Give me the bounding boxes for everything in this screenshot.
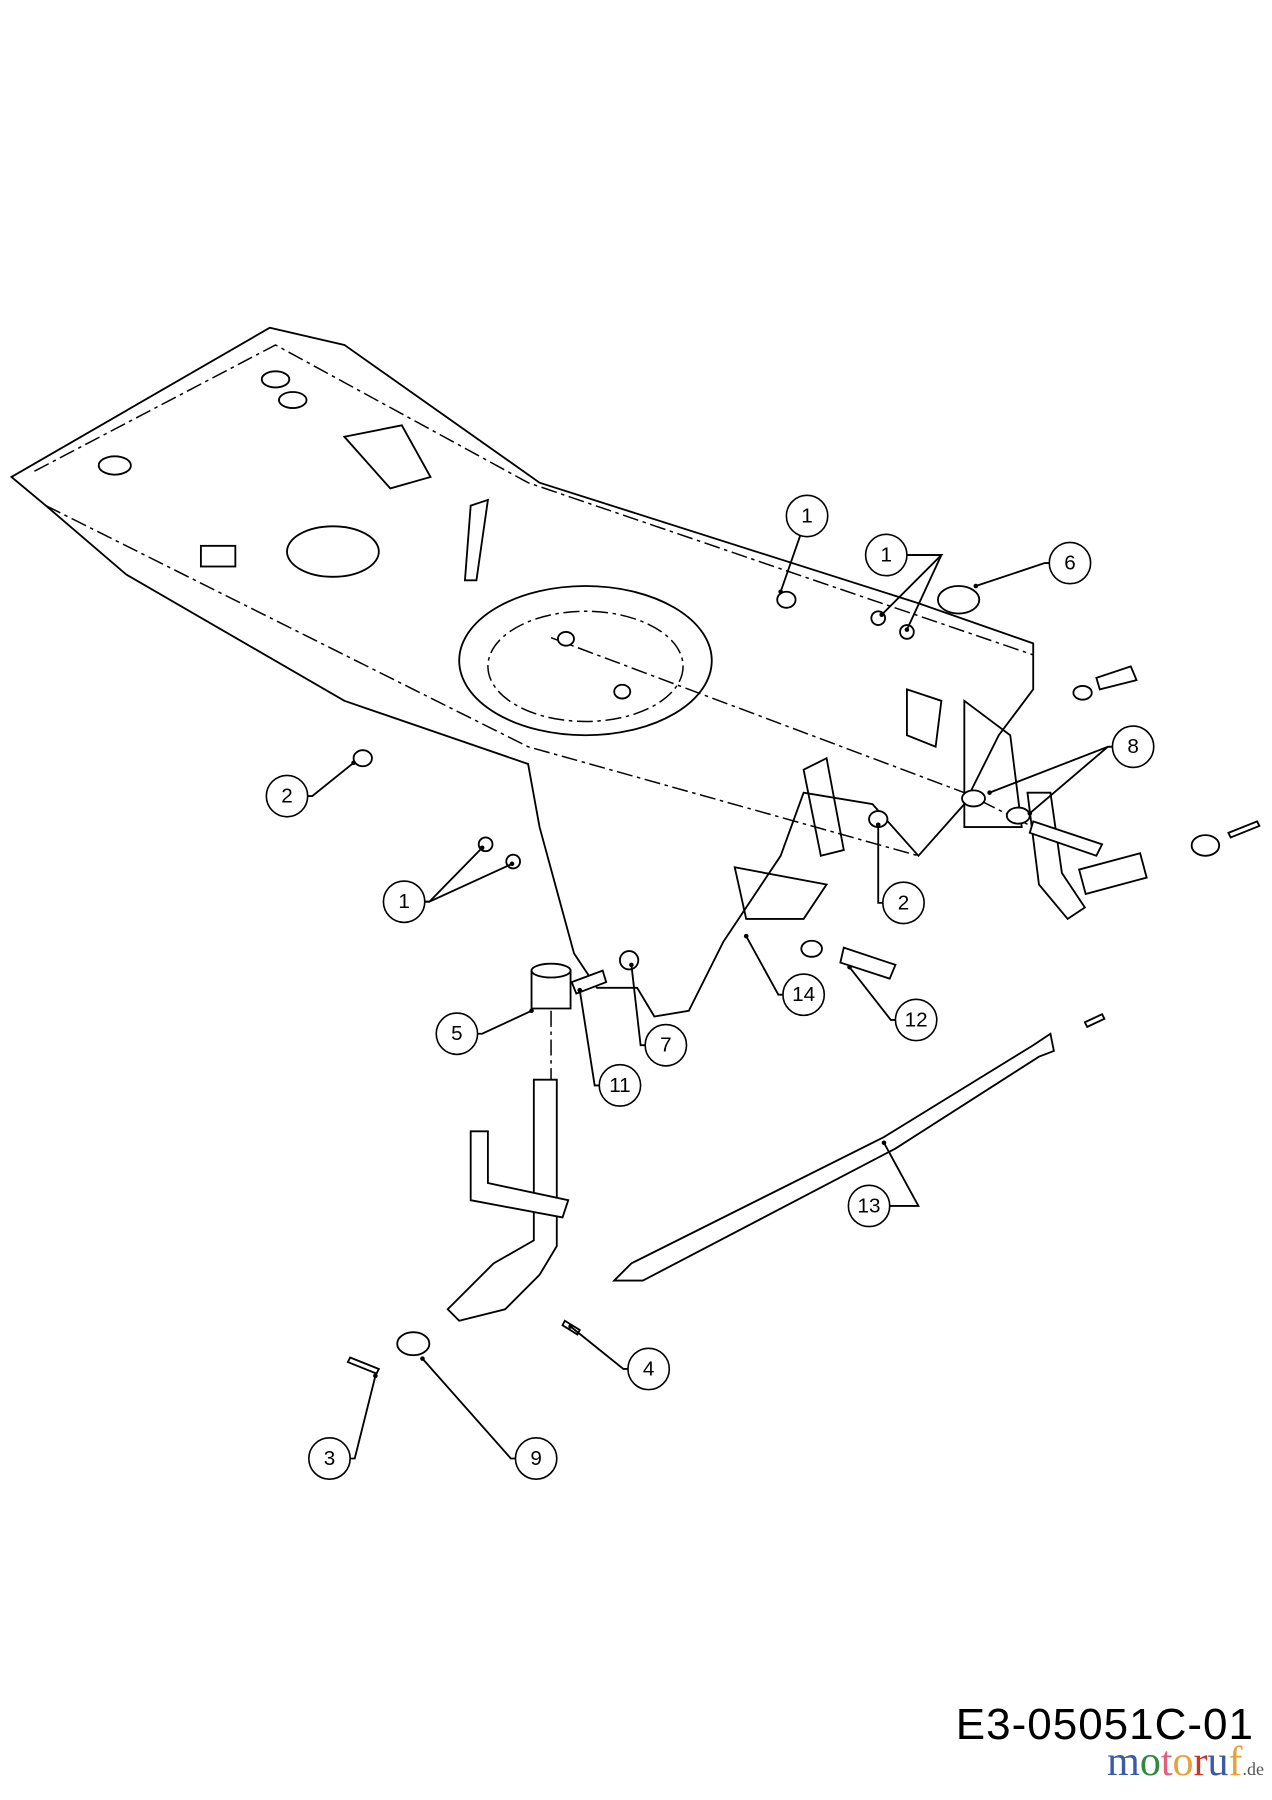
arrowhead [351, 760, 356, 766]
arrowhead [479, 845, 485, 851]
callout-13: 13 [847, 1140, 920, 1228]
callout-3: 3 [308, 1373, 378, 1480]
arrowhead [987, 790, 992, 795]
arrowhead [629, 962, 634, 968]
tie-rod-13 [611, 1032, 1055, 1282]
callout-circle [1111, 725, 1155, 769]
arrowhead [875, 822, 881, 828]
callout-circle [627, 1347, 671, 1391]
arrowhead [577, 987, 583, 993]
nut-2 [352, 749, 373, 768]
callout-2: 2 [875, 822, 925, 925]
arrowhead [1027, 811, 1033, 816]
arrowhead [881, 1140, 887, 1146]
arrowhead [879, 612, 884, 618]
watermark-letter: f [1228, 1739, 1243, 1785]
callout-circle [894, 998, 938, 1042]
callout-1: 1 [864, 533, 944, 632]
callout-number: 2 [281, 785, 293, 808]
watermark-letter: u [1207, 1739, 1229, 1785]
callout-9: 9 [420, 1356, 558, 1480]
arrowhead [778, 589, 783, 595]
callout-12: 12 [847, 964, 938, 1042]
callout-number: 4 [643, 1357, 654, 1380]
cotter-pin-3 [346, 1356, 381, 1375]
bolt-12 [839, 946, 897, 980]
callout-circle [864, 533, 908, 577]
callout-circle [308, 1437, 351, 1480]
callout-circle [644, 1023, 688, 1067]
watermark-letter: t [1160, 1739, 1173, 1785]
watermark-letter: o [1172, 1739, 1194, 1785]
arrowhead [904, 627, 910, 632]
arrowhead [973, 583, 979, 589]
watermark-letter: m [1107, 1739, 1140, 1785]
cap-6 [937, 585, 981, 615]
callout-number: 2 [898, 891, 909, 914]
drawing-code: E3-05051C-01 [955, 1700, 1254, 1749]
callout-7: 7 [629, 962, 688, 1067]
spindle-left [446, 1078, 558, 1322]
callout-2: 2 [265, 760, 356, 818]
callout-number: 5 [451, 1022, 463, 1045]
steering-parts [346, 585, 1261, 1375]
callout-number: 1 [801, 504, 812, 527]
arrowhead [743, 933, 749, 939]
callout-number: 14 [792, 983, 815, 1006]
bolt-11 [570, 969, 608, 995]
watermark-letter: o [1139, 1739, 1161, 1785]
callout-11: 11 [577, 987, 642, 1107]
chassis-frame [9, 326, 1035, 1018]
callout-14: 14 [743, 933, 826, 1017]
arrowhead [373, 1373, 378, 1379]
callout-circle [882, 881, 925, 925]
callout-4: 4 [568, 1324, 671, 1391]
watermark-logo: motoruf.de [1107, 1739, 1264, 1785]
cotter-pin-top [1083, 1013, 1106, 1029]
callout-circle [382, 880, 426, 924]
callout-circle [435, 1012, 479, 1056]
callout-number: 6 [1064, 552, 1076, 575]
callout-number: 1 [398, 890, 410, 913]
callout-circle [782, 973, 826, 1017]
callout-circle [847, 1184, 891, 1228]
callout-circle [598, 1063, 642, 1107]
callout-number: 13 [858, 1194, 881, 1217]
washer-9 [396, 1331, 431, 1357]
arrowhead [568, 1324, 573, 1329]
callout-circle [1048, 541, 1092, 585]
bolt-right [1028, 820, 1104, 857]
callout-number: 3 [324, 1447, 336, 1470]
leader-line [421, 1358, 537, 1460]
watermark-letter: r [1193, 1739, 1208, 1785]
callout-number: 12 [905, 1008, 928, 1031]
callout-circle [514, 1437, 558, 1480]
callout-5: 5 [435, 1008, 534, 1056]
arrowhead [847, 964, 852, 970]
callout-1: 1 [382, 845, 515, 924]
callout-number: 9 [530, 1447, 542, 1470]
arrowhead [420, 1356, 425, 1361]
spindle-right [1026, 791, 1087, 921]
bolt-top-right [1095, 665, 1138, 691]
callout-1: 1 [778, 494, 829, 595]
callout-number: 7 [660, 1034, 671, 1057]
callout-circle [265, 774, 309, 818]
callout-circle [785, 494, 829, 538]
washer-right [1190, 834, 1221, 857]
callout-6: 6 [973, 541, 1092, 589]
callout-number: 1 [881, 544, 892, 567]
arrowhead [509, 861, 515, 867]
callout-number: 8 [1127, 735, 1139, 758]
callout-8: 8 [987, 725, 1155, 816]
callout-number: 11 [609, 1074, 630, 1097]
arrowhead [529, 1008, 534, 1014]
